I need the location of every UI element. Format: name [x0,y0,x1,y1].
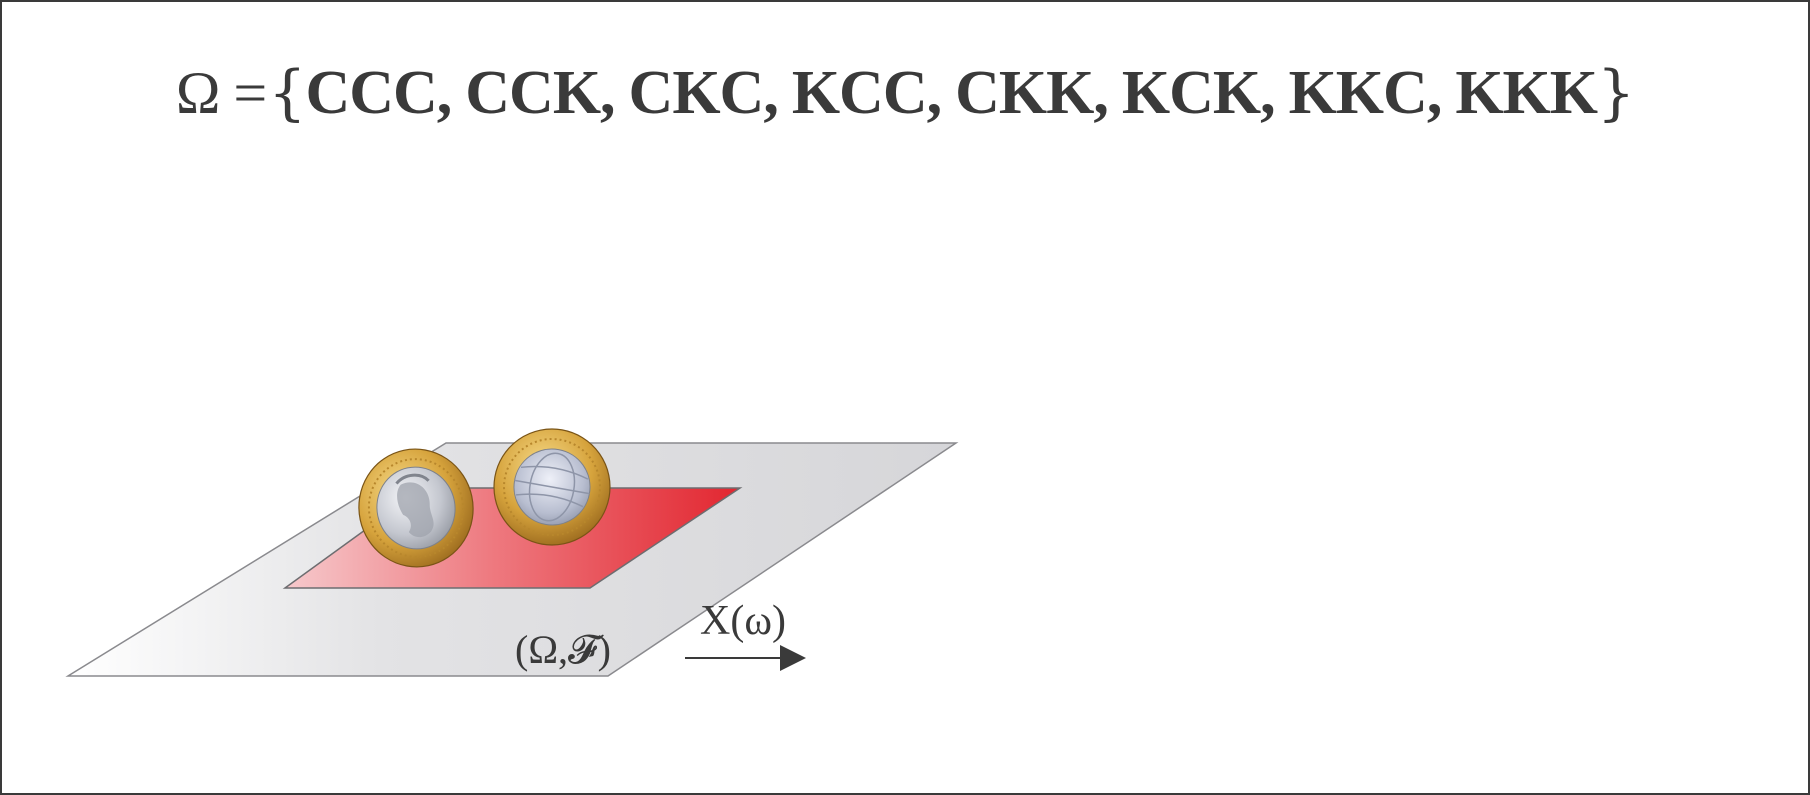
mapping-arrow-head [780,645,806,671]
random-variable-label: X(ω) [700,598,786,644]
probability-space-label: (Ω,𝓕) [515,627,611,672]
